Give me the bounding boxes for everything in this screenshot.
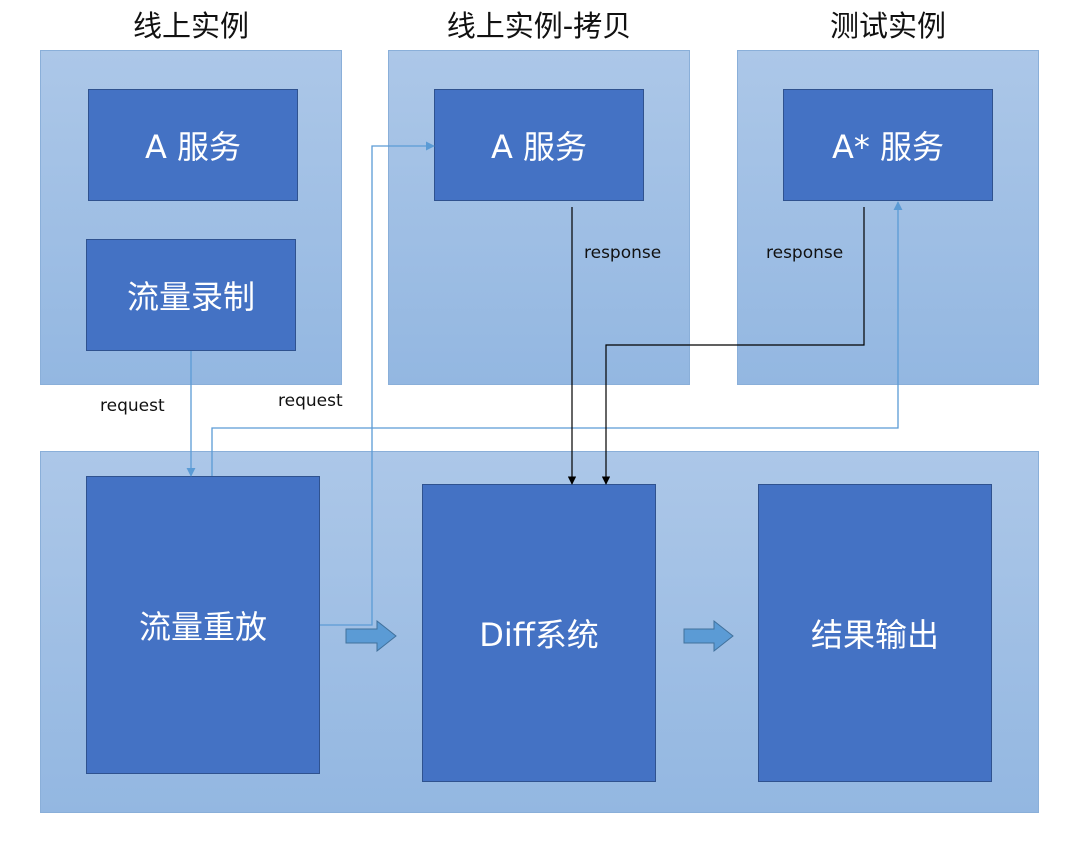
line-replay-to-a-copy: [320, 141, 435, 626]
box-traffic-replay: 流量重放: [86, 476, 320, 774]
box-result-output: 结果输出: [758, 484, 992, 782]
box-traffic-record: 流量录制: [86, 239, 296, 351]
label-request-right: request: [278, 391, 343, 411]
label-request-left: request: [100, 396, 165, 416]
block-arrow-replay-to-diff: [345, 619, 397, 653]
box-a-service-online: A 服务: [88, 89, 298, 201]
title-test-instance: 测试实例: [829, 9, 946, 43]
box-a-star-service: A* 服务: [783, 89, 993, 201]
block-arrow-diff-to-result: [683, 619, 734, 653]
box-a-service-copy: A 服务: [434, 89, 644, 201]
line-replay-to-a-star: [211, 201, 903, 476]
label-response-copy: response: [584, 243, 662, 263]
label-response-test: response: [766, 243, 844, 263]
title-online-instance-copy: 线上实例-拷贝: [446, 9, 632, 43]
line-a-star-to-diff: [601, 207, 865, 485]
box-diff-system: Diff系统: [422, 484, 656, 782]
title-online-instance: 线上实例: [132, 9, 249, 43]
